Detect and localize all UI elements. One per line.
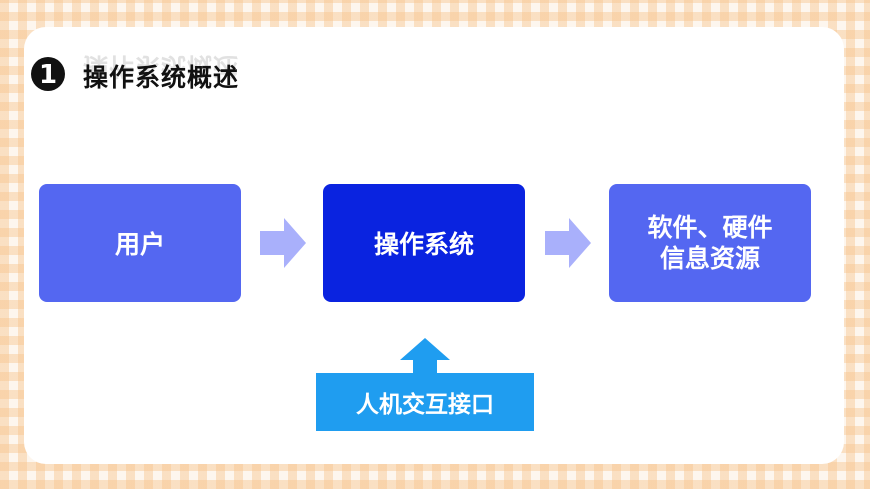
arrow-right-icon — [260, 218, 306, 268]
node-user-label: 用户 — [114, 230, 165, 259]
node-os-label: 操作系统 — [373, 230, 474, 259]
node-human-computer-interface: 人机交互接口 — [316, 373, 534, 431]
node-interface-label: 人机交互接口 — [356, 392, 494, 418]
page-title: 操作系统概述 — [83, 63, 240, 92]
node-resources: 软件、硬件 信息资源 — [609, 184, 811, 302]
number-badge-icon: 1 — [31, 57, 65, 91]
node-resources-line1: 软件、硬件 — [647, 213, 773, 242]
arrow-up-icon — [400, 338, 450, 374]
node-operating-system: 操作系统 — [323, 184, 525, 302]
node-resources-line2: 信息资源 — [659, 244, 760, 273]
node-user: 用户 — [39, 184, 241, 302]
arrow-right-icon — [545, 218, 591, 268]
number-badge-text: 1 — [39, 60, 57, 90]
page-title-reflection: 操作系统概述 — [83, 52, 240, 81]
